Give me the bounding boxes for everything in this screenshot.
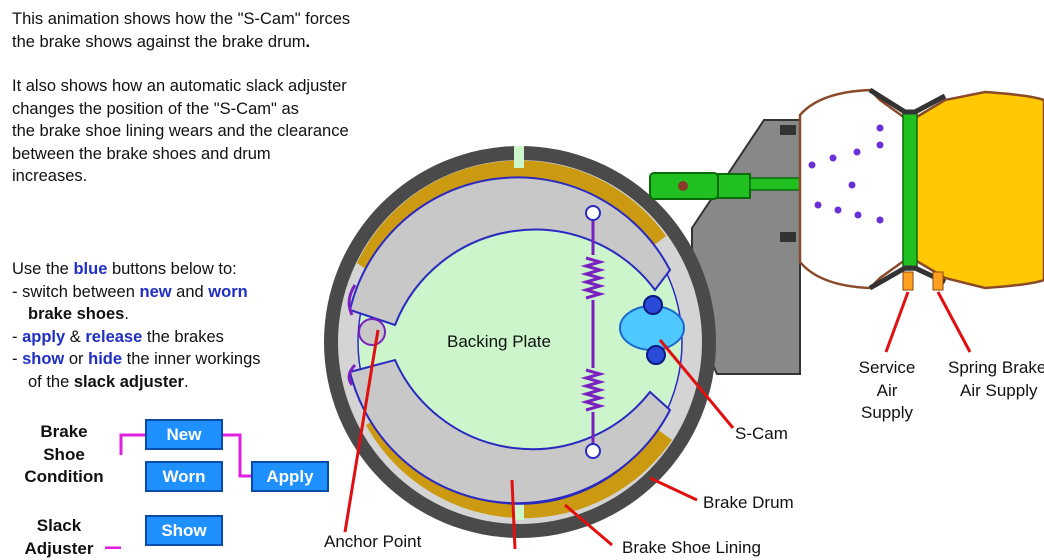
worn-button[interactable]: Worn <box>145 461 223 492</box>
anchor-point-label: Anchor Point <box>324 531 421 554</box>
spring-air-fitting <box>933 272 943 290</box>
apply-button[interactable]: Apply <box>251 461 329 492</box>
chamber-bolt-top <box>780 125 796 135</box>
spring-pin-bottom <box>586 444 600 458</box>
service-chamber <box>800 90 905 288</box>
label-line: Air Supply <box>948 380 1044 403</box>
label-line: Shoe <box>14 444 114 467</box>
clevis <box>718 174 750 198</box>
spring-brake-air-supply-label: Spring Brake Air Supply <box>948 357 1044 402</box>
lining-gap-top <box>514 146 524 168</box>
label-line: Service <box>848 357 926 380</box>
label-line: Slack <box>14 515 104 538</box>
service-air-supply-label: Service Air Supply <box>848 357 926 425</box>
label-line: Brake <box>14 421 114 444</box>
label-line: Spring Brake <box>948 357 1044 380</box>
brake-shoe-lining-label: Brake Shoe Lining <box>622 537 761 560</box>
backing-plate-label: Backing Plate <box>447 331 551 354</box>
slack-adjuster-pin <box>678 181 688 191</box>
slack-adjuster-label: Slack Adjuster <box>14 515 104 560</box>
anchor-pin <box>359 319 385 345</box>
label-line: Air <box>848 380 926 403</box>
chamber-diaphragm <box>903 112 917 270</box>
spring-pin-top <box>586 206 600 220</box>
brake-drum-label: Brake Drum <box>703 492 794 515</box>
new-button[interactable]: New <box>145 419 223 450</box>
label-line: Supply <box>848 402 926 425</box>
service-air-fitting <box>903 272 913 290</box>
spring-chamber <box>915 92 1044 288</box>
brake-shoe-condition-label: Brake Shoe Condition <box>14 421 114 489</box>
chamber-bolt-bottom <box>780 232 796 242</box>
show-button[interactable]: Show <box>145 515 223 546</box>
label-line: Condition <box>14 466 114 489</box>
s-cam-label: S-Cam <box>735 423 788 446</box>
cam-roller-upper <box>644 296 662 314</box>
cam-roller-lower <box>647 346 665 364</box>
